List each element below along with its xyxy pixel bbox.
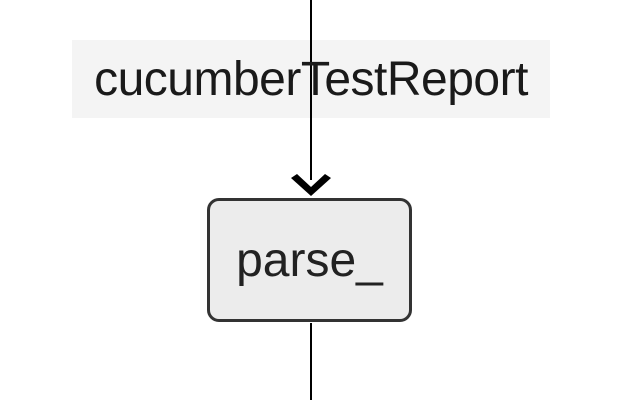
incoming-edge-line [310,0,312,180]
outgoing-edge-line [310,323,312,400]
parse-node[interactable]: parse_ [207,198,412,322]
edge-label: cucumberTestReport [94,52,528,106]
arrowhead-icon [291,174,331,196]
parse-node-label: parse_ [236,233,383,287]
